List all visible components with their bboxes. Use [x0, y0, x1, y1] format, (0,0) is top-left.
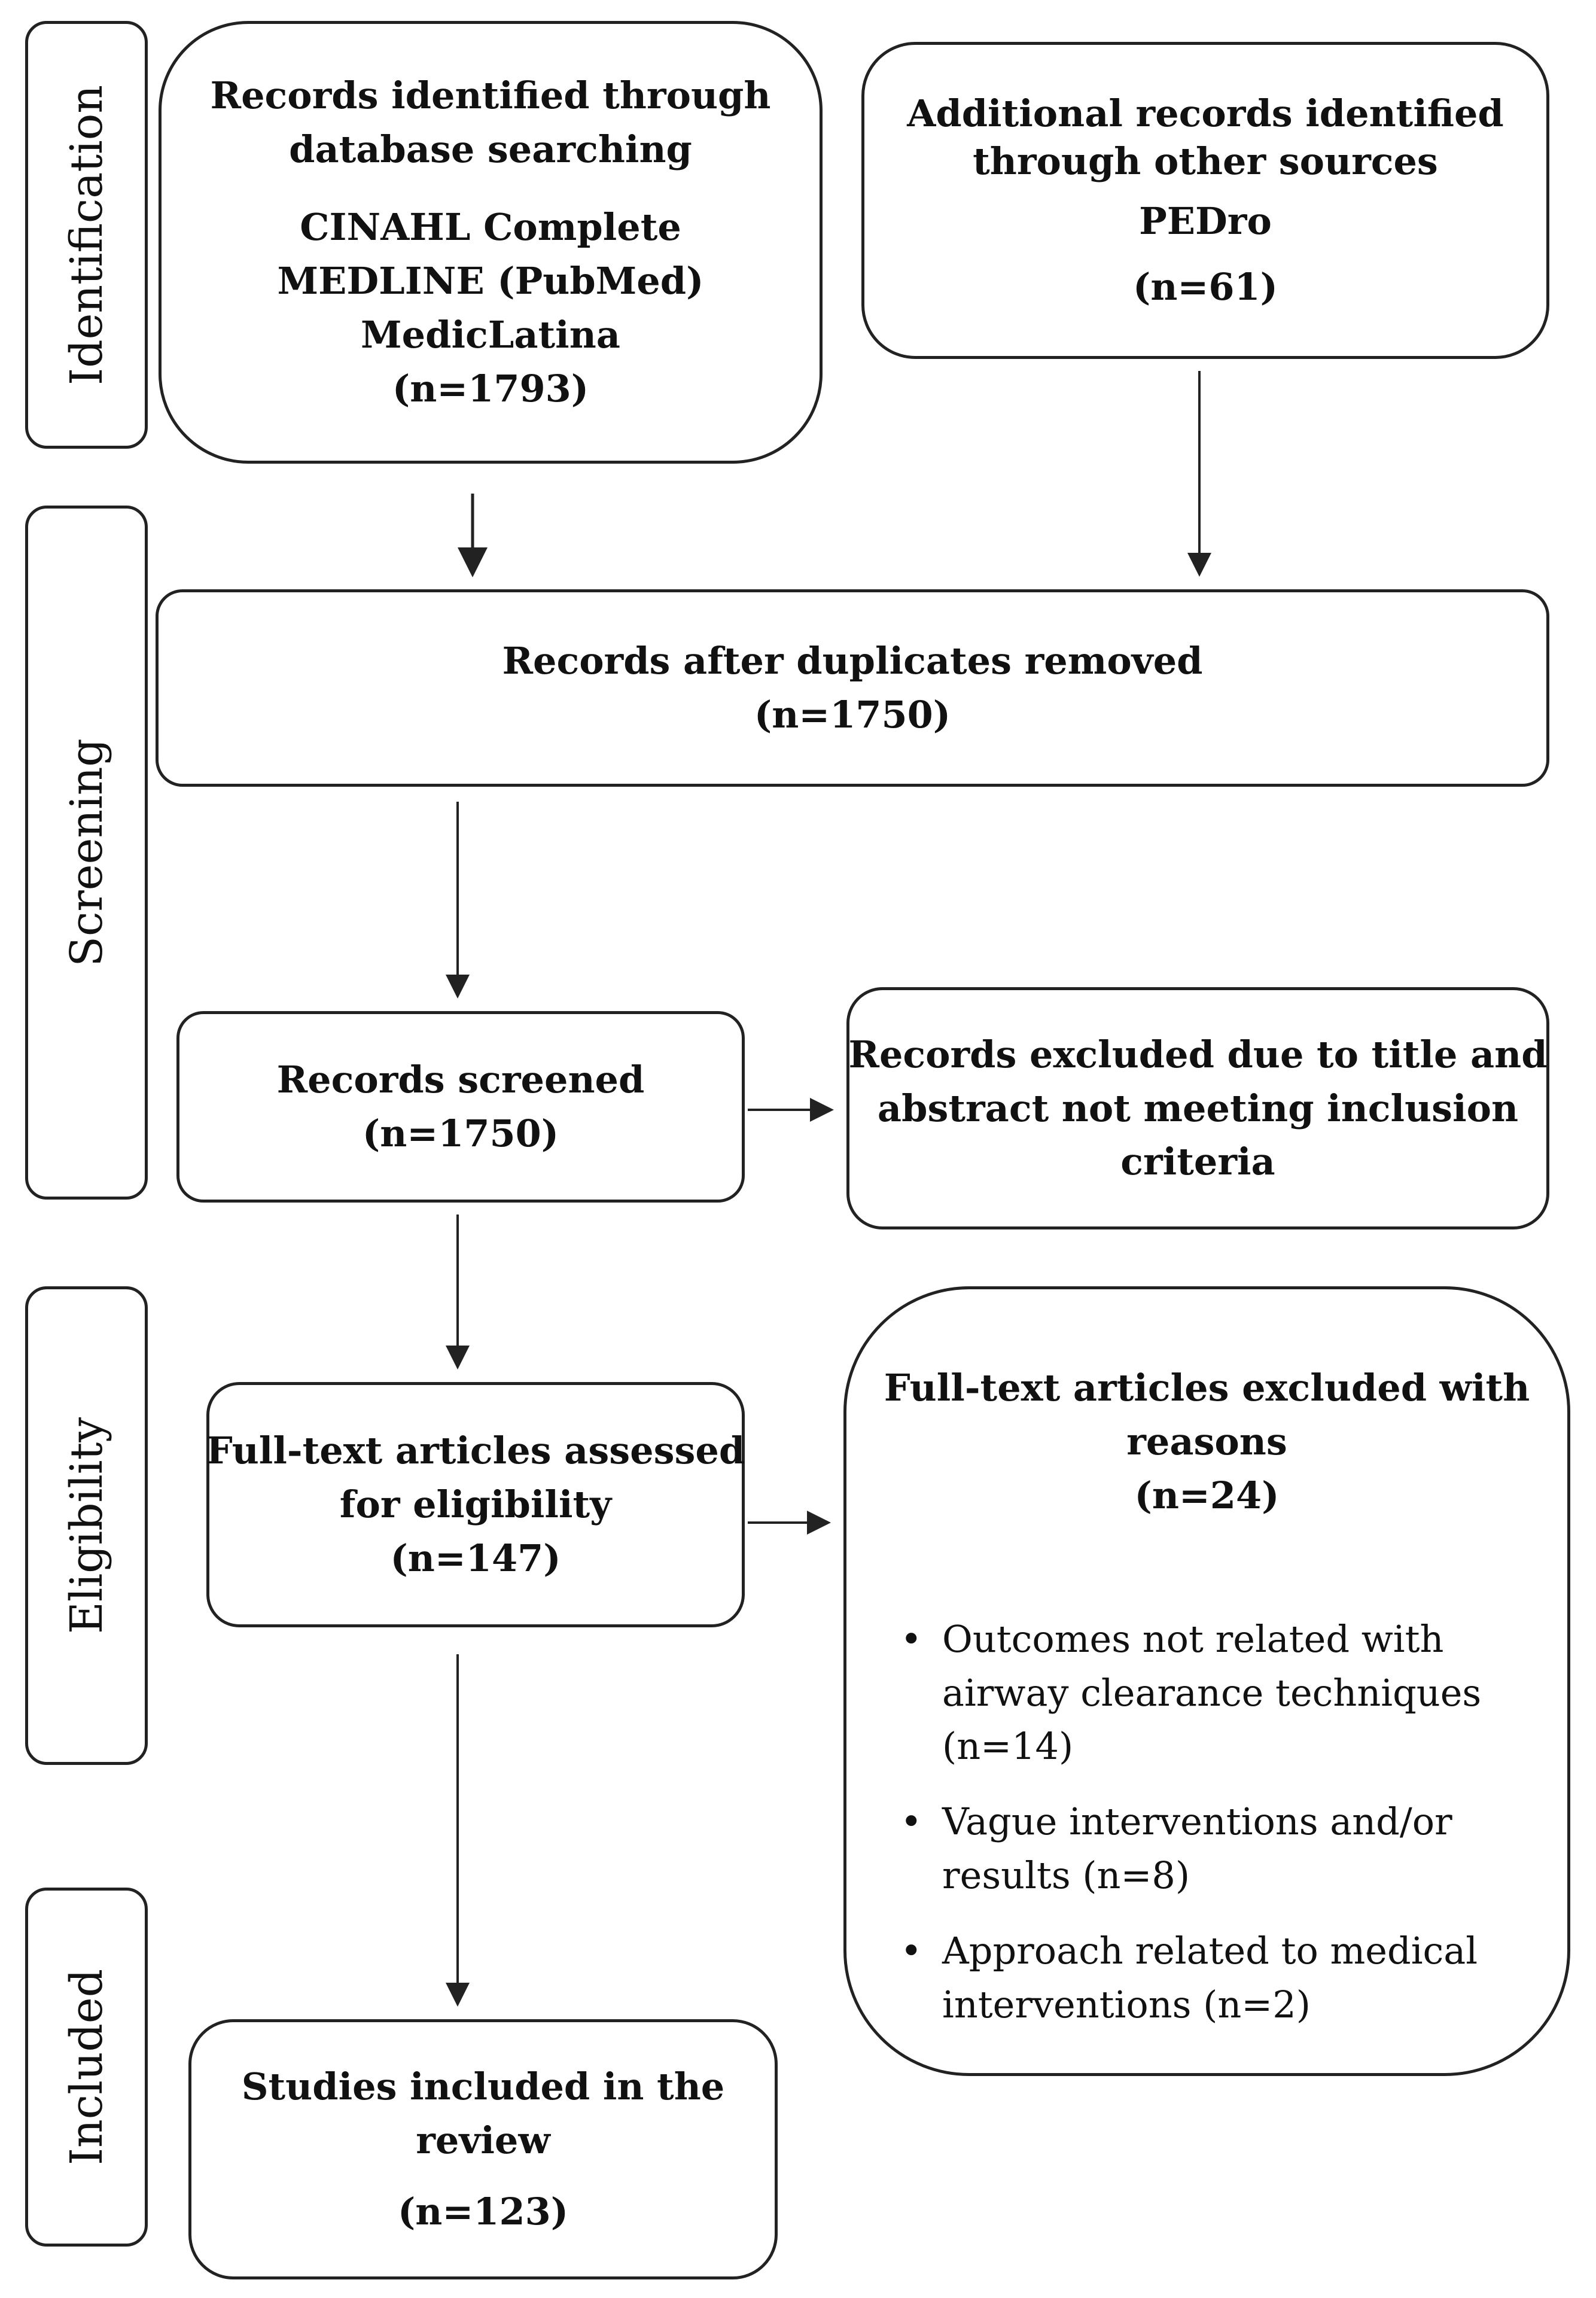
full-text-assessed-title-line-1: Full-text articles assessed [206, 1429, 745, 1473]
exclusion-reason-outcomes-line-2: airway clearance techniques [942, 1670, 1482, 1715]
exclusion-reason-outcomes-line-1: Outcomes not related with [942, 1617, 1444, 1661]
duplicates-removed-title: Records after duplicates removed [502, 639, 1203, 683]
other-sources-title-line-1: Additional records identified [907, 92, 1504, 136]
exclusion-reason-outcomes: Outcomes not related with airway clearan… [900, 1612, 1543, 1774]
stage-screening: Screening [25, 506, 148, 1200]
records-screened-title: Records screened [276, 1058, 645, 1102]
database-source-cinahl: CINAHL Complete [300, 205, 681, 249]
excluded-title-abstract-line-1: Records excluded due to title and [848, 1032, 1548, 1076]
database-title-line-2: database searching [289, 127, 692, 172]
other-sources-count: (n=61) [1133, 264, 1278, 309]
full-text-excluded-count: (n=24) [1134, 1473, 1280, 1517]
studies-included-box: Studies included in the review (n=123) [188, 2019, 778, 2279]
stage-included: Included [25, 1888, 148, 2247]
stage-identification: Identification [25, 21, 148, 449]
exclusion-reason-vague-line-2: results (n=8) [942, 1853, 1190, 1898]
studies-included-count: (n=123) [397, 2190, 569, 2234]
full-text-assessed-title-line-2: for eligibility [339, 1483, 612, 1527]
exclusion-reason-medical-line-1: Approach related to medical [942, 1929, 1478, 1973]
excluded-title-abstract-box: Records excluded due to title and abstra… [846, 987, 1549, 1229]
database-source-medline: MEDLINE (PubMed) [277, 259, 704, 303]
exclusion-reasons-list: Outcomes not related with airway clearan… [846, 1612, 1567, 2053]
full-text-assessed-count: (n=147) [390, 1536, 561, 1580]
database-count: (n=1793) [392, 366, 589, 410]
exclusion-reason-vague: Vague interventions and/or results (n=8) [900, 1795, 1543, 1903]
stage-eligibility: Eligibility [25, 1286, 148, 1765]
excluded-title-abstract-line-3: criteria [1120, 1140, 1275, 1184]
other-sources-pedro: PEDro [1139, 199, 1272, 243]
full-text-assessed-box: Full-text articles assessed for eligibil… [206, 1382, 745, 1627]
duplicates-removed-box: Records after duplicates removed (n=1750… [156, 589, 1549, 787]
exclusion-reason-vague-line-1: Vague interventions and/or [942, 1800, 1452, 1844]
excluded-title-abstract-line-2: abstract not meeting inclusion [877, 1086, 1519, 1130]
exclusion-reason-medical: Approach related to medical intervention… [900, 1924, 1543, 2032]
records-screened-count: (n=1750) [362, 1112, 559, 1155]
duplicates-removed-count: (n=1750) [754, 693, 951, 736]
studies-included-title-line-2: review [416, 2118, 550, 2162]
database-source-mediclatina: MedicLatina [361, 312, 620, 357]
database-title-line-1: Records identified through [210, 74, 771, 118]
other-sources-box: Additional records identified through ot… [861, 42, 1549, 359]
exclusion-reason-outcomes-line-3: (n=14) [942, 1724, 1074, 1769]
full-text-excluded-title-line-2: reasons [1126, 1419, 1287, 1463]
records-screened-box: Records screened (n=1750) [176, 1011, 745, 1203]
other-sources-title-line-2: through other sources [973, 139, 1438, 184]
exclusion-reason-medical-line-2: interventions (n=2) [942, 1983, 1311, 2027]
studies-included-title-line-1: Studies included in the [241, 2064, 725, 2108]
database-records-box: Records identified through database sear… [159, 21, 823, 464]
full-text-excluded-title-line-1: Full-text articles excluded with [884, 1366, 1530, 1410]
full-text-excluded-box: Full-text articles excluded with reasons… [843, 1286, 1570, 2076]
